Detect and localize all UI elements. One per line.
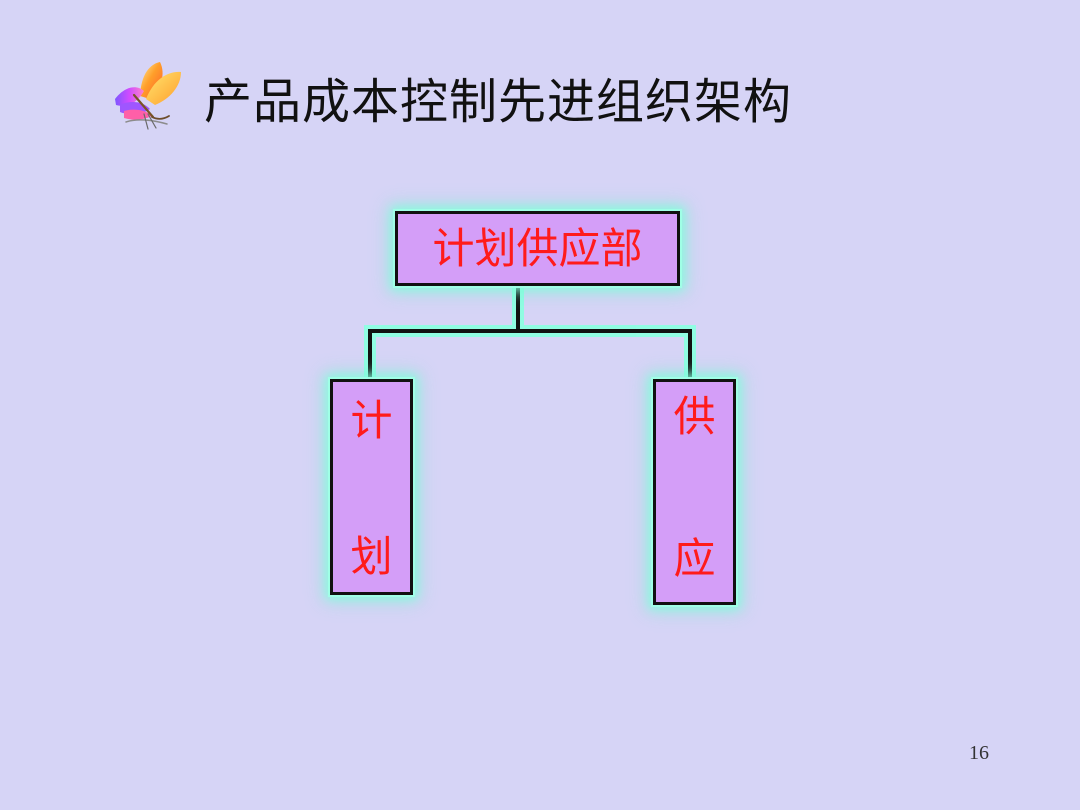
left-subdepartment-char-2: 划 — [350, 532, 393, 581]
left-subdepartment-box: 计 划 — [330, 379, 413, 595]
page-number: 16 — [969, 742, 989, 764]
connector-glow — [364, 280, 696, 385]
right-subdepartment-char-2: 应 — [673, 534, 716, 583]
left-subdepartment-char-1: 计 — [350, 396, 393, 445]
butterfly-logo-icon — [115, 62, 181, 130]
right-subdepartment-char-1: 供 — [673, 392, 716, 441]
right-subdepartment-box: 供 应 — [653, 379, 736, 605]
connector-lines — [368, 284, 692, 381]
top-department-label: 计划供应部 — [432, 223, 643, 273]
top-department-box: 计划供应部 — [395, 211, 680, 286]
slide-title: 产品成本控制先进组织架构 — [204, 74, 793, 130]
